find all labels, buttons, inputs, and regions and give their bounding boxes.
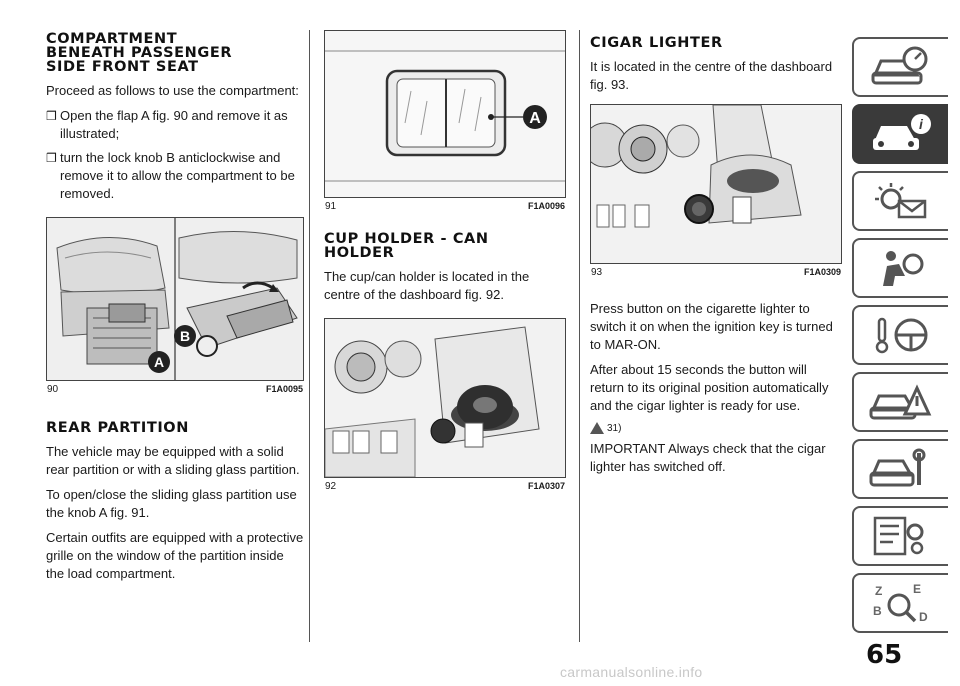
section-title-cup-holder: CUP HOLDER - CAN HOLDER <box>324 231 566 261</box>
bullet-text: turn the lock knob B anticlockwise and r… <box>60 150 295 201</box>
title-line: CUP HOLDER - CAN <box>324 231 489 247</box>
alphabet-magnifier-icon: Z E B D <box>873 582 928 624</box>
car-warning-icon <box>869 384 932 420</box>
cup-holder-paragraph: The cup/can holder is located in the cen… <box>324 269 530 302</box>
figure-code: F1A0309 <box>803 267 841 277</box>
svg-text:D: D <box>919 610 928 624</box>
tab-driving[interactable] <box>852 305 948 365</box>
tab-safety[interactable] <box>852 238 948 298</box>
rear-partition-illustration: A <box>325 31 565 197</box>
cigar-lighter-paragraph: Press button on the cigarette lighter to… <box>590 301 833 352</box>
title-line: COMPARTMENT <box>46 31 178 47</box>
tab-maintenance[interactable] <box>852 439 948 499</box>
cigar-lighter-paragraph: It is located in the centre of the dashb… <box>590 59 833 92</box>
figure-caption-91: 91 F1A0096 <box>325 201 565 212</box>
bullet-marker: ❒ <box>46 109 57 123</box>
bullet-item: ❒ turn the lock knob B anticlockwise and… <box>46 149 304 203</box>
title-line: SIDE FRONT SEAT <box>46 59 199 75</box>
section-title-compartment: COMPARTMENT BENEATH PASSENGER SIDE FRONT… <box>46 31 304 75</box>
car-gauge-icon <box>871 46 928 85</box>
figure-code: F1A0307 <box>527 481 565 491</box>
figure-number: 91 <box>325 201 337 212</box>
figure-90-seat-compartment: A B <box>46 217 304 381</box>
warning-note-reference: 31) <box>590 422 842 434</box>
column-divider-2 <box>579 30 580 642</box>
cup-holder-illustration <box>325 319 565 477</box>
bullet-item: ❒ Open the flap A fig. 90 and remove it … <box>46 107 304 143</box>
title-line: BENEATH PASSENGER <box>46 45 233 61</box>
callout-a: A <box>154 354 164 370</box>
page-number: 65 <box>866 640 903 670</box>
figure-caption-92: 92 F1A0307 <box>325 481 565 492</box>
tab-specifications[interactable] <box>852 506 948 566</box>
section-title-cigar-lighter: CIGAR LIGHTER <box>590 35 723 51</box>
figure-93-cigar-lighter <box>590 104 842 264</box>
seat-compartment-illustration: A B <box>47 218 303 380</box>
note-ref: 31) <box>607 422 622 434</box>
section-title-rear-partition: REAR PARTITION <box>46 420 189 436</box>
bullet-text: Open the flap A fig. 90 and remove it as… <box>60 108 288 141</box>
rear-partition-paragraph: Certain outfits are equipped with a prot… <box>46 530 304 581</box>
tab-emergency[interactable] <box>852 372 948 432</box>
column-divider-1 <box>309 30 310 642</box>
cigar-lighter-illustration <box>591 105 841 263</box>
svg-text:Z: Z <box>875 584 882 598</box>
tab-knowing-vehicle[interactable]: i <box>852 104 948 164</box>
cigar-lighter-paragraph: After about 15 seconds the button will r… <box>590 362 829 413</box>
car-wrench-icon <box>869 448 926 487</box>
column-left: COMPARTMENT BENEATH PASSENGER SIDE FRONT… <box>46 32 304 590</box>
rear-partition-paragraph: To open/close the sliding glass partitio… <box>46 487 297 520</box>
airbag-icon <box>883 251 924 286</box>
tab-index[interactable]: Z E B D <box>852 573 948 633</box>
important-note: IMPORTANT Always check that the cigar li… <box>590 441 826 474</box>
bullet-marker: ❒ <box>46 151 57 165</box>
chapter-tabs: i <box>852 37 948 640</box>
figure-code: F1A0095 <box>265 384 303 394</box>
list-gear-icon <box>873 516 924 556</box>
figure-number: 92 <box>325 481 337 492</box>
figure-code: F1A0096 <box>527 201 565 211</box>
tab-lights[interactable] <box>852 171 948 231</box>
watermark: carmanualsonline.info <box>560 664 703 680</box>
figure-number: 90 <box>47 384 59 395</box>
rear-partition-paragraph: The vehicle may be equipped with a solid… <box>46 444 300 477</box>
compartment-intro: Proceed as follows to use the compartmen… <box>46 83 299 98</box>
figure-number: 93 <box>591 267 603 278</box>
car-info-icon: i <box>873 114 931 150</box>
figure-91-rear-partition: A <box>324 30 566 198</box>
warning-triangle-icon <box>590 422 604 434</box>
svg-text:B: B <box>873 604 882 618</box>
figure-caption-93: 93 F1A0309 <box>591 267 841 278</box>
svg-text:i: i <box>919 116 924 132</box>
tab-dashboard[interactable] <box>852 37 948 97</box>
column-middle: A 91 F1A0096 CUP HOLDER - CAN HOLDER The… <box>324 30 566 492</box>
steering-key-icon <box>875 317 928 354</box>
title-line: HOLDER <box>324 245 395 261</box>
figure-caption-90: 90 F1A0095 <box>47 384 303 395</box>
sun-envelope-icon <box>875 183 927 219</box>
figure-92-cup-holder <box>324 318 566 478</box>
column-right: CIGAR LIGHTER It is located in the centr… <box>590 32 842 483</box>
callout-a: A <box>529 110 541 127</box>
callout-b: B <box>180 328 190 344</box>
svg-text:E: E <box>913 582 921 596</box>
